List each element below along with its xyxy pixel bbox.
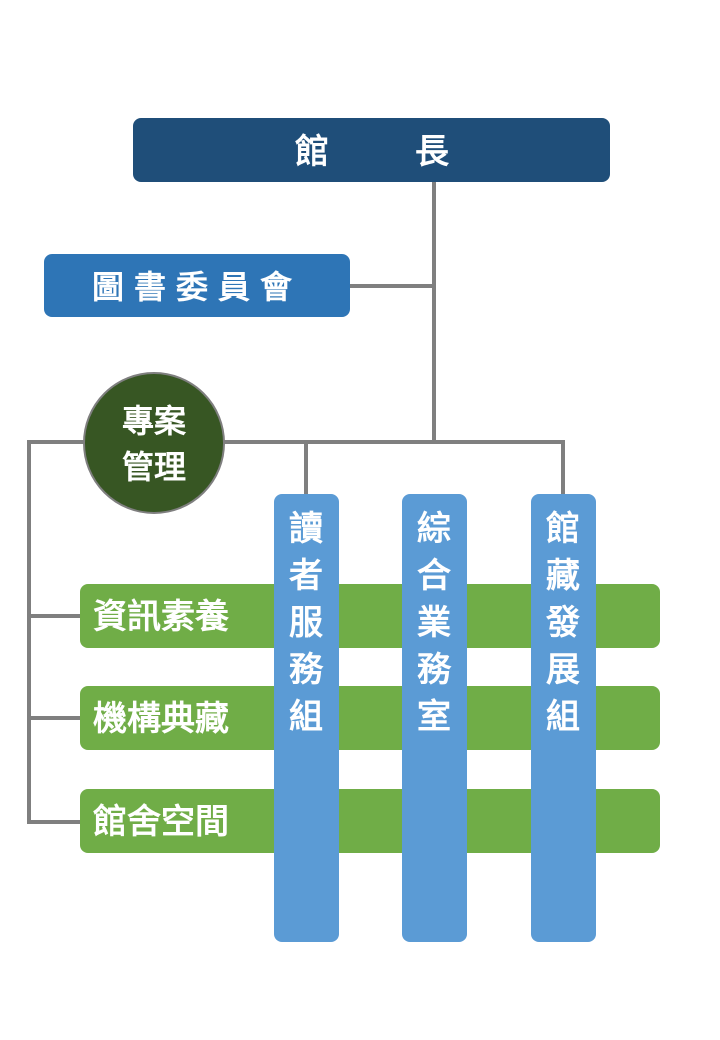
division-2-label: 綜合業務室 (417, 509, 452, 737)
project-management-node: 專案 管理 (83, 372, 225, 514)
director-char-1: 館 (295, 132, 329, 172)
director-node: 館 長 (133, 118, 610, 182)
project-area-3: 館舍空間 (80, 789, 660, 853)
project-area-2: 機構典藏 (80, 686, 660, 750)
division-3-label: 館藏發展組 (545, 509, 580, 737)
division-3-box (531, 494, 596, 942)
project-area-3-box (80, 789, 660, 853)
project-management-line-1: 專案 (122, 402, 187, 440)
project-management-line-2: 管理 (122, 448, 186, 486)
division-1: 讀者服務組 (274, 494, 339, 942)
committee-box (44, 254, 350, 317)
division-2-box (402, 494, 467, 942)
committee-node: 圖書委員會 (44, 254, 350, 317)
division-3: 館藏發展組 (531, 494, 596, 942)
project-areas: 資訊素養 機構典藏 館舍空間 (80, 584, 660, 853)
project-area-2-label: 機構典藏 (93, 699, 229, 739)
divisions: 讀者服務組 綜合業務室 館藏發展組 (274, 494, 596, 942)
director-box (133, 118, 610, 182)
project-area-1: 資訊素養 (80, 584, 660, 648)
project-area-1-box (80, 584, 660, 648)
connectors (27, 180, 565, 824)
division-1-label: 讀者服務組 (289, 509, 324, 737)
project-area-2-box (80, 686, 660, 750)
project-management-circle (83, 372, 225, 514)
project-area-1-label: 資訊素養 (93, 597, 229, 637)
division-2: 綜合業務室 (402, 494, 467, 942)
division-1-box (274, 494, 339, 942)
project-area-3-label: 館舍空間 (93, 802, 229, 842)
director-char-2: 長 (415, 132, 450, 172)
committee-label: 圖書委員會 (92, 268, 302, 306)
